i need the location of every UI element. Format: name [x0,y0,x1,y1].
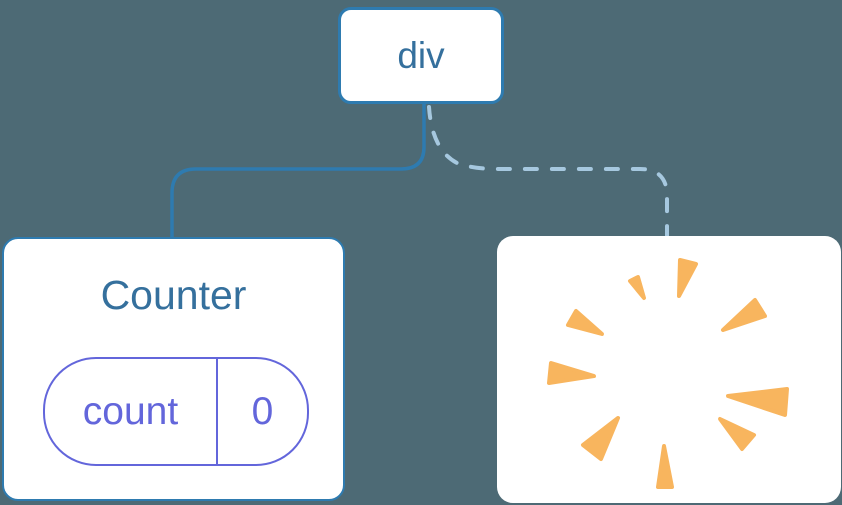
node-div-label: div [397,34,445,76]
poof-starburst-icon [547,258,789,489]
connector-solid-div-counter [170,102,426,240]
state-key-label: count [45,359,218,464]
state-pill: count 0 [43,357,309,466]
state-value: 0 [251,389,274,433]
node-counter: Counter count 0 [2,237,345,501]
connector-dashed-div-removed [427,105,669,239]
node-removed [497,236,841,503]
node-div: div [338,7,504,104]
counter-title: Counter [100,272,247,318]
